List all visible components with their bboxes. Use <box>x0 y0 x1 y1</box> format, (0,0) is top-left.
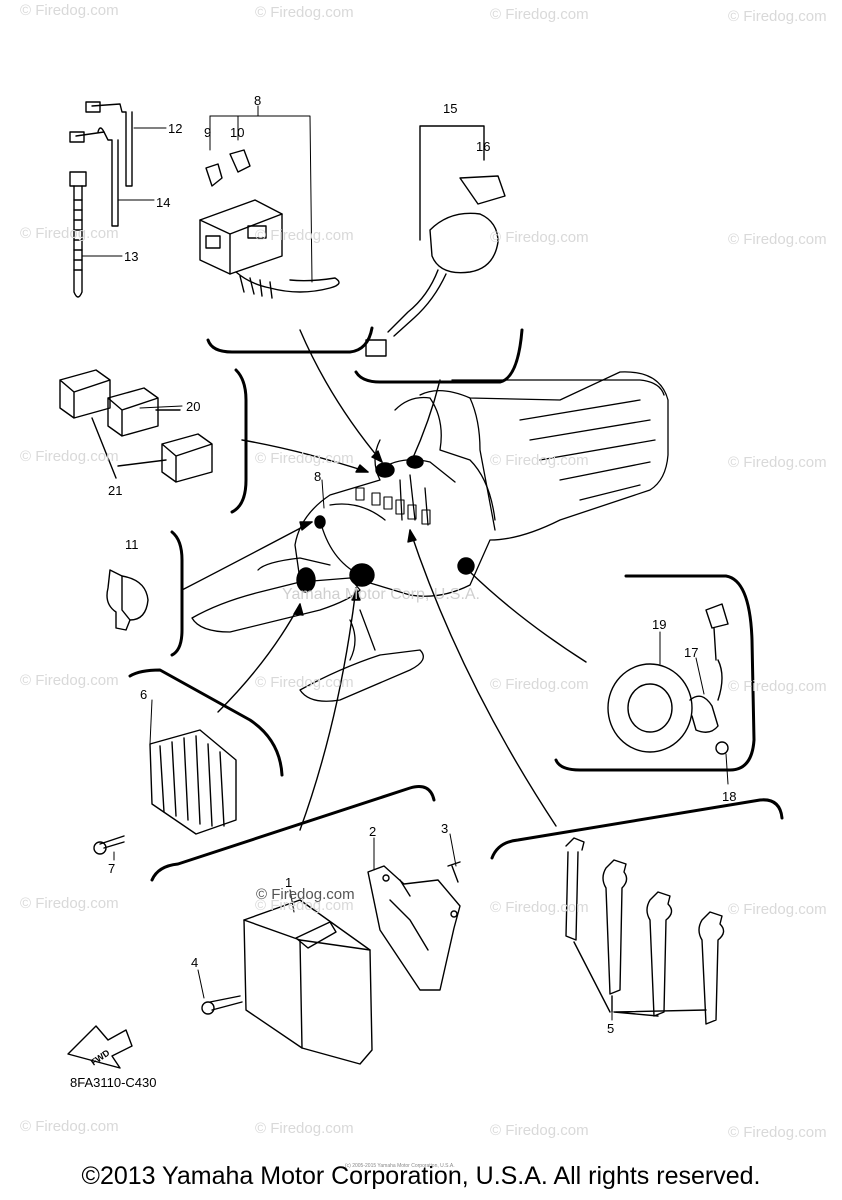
leader-6 <box>299 587 357 831</box>
watermark-text: © Firedog.com <box>255 1120 354 1137</box>
callout-11: 11 <box>125 537 139 552</box>
bracket-sensor <box>554 574 756 772</box>
watermark-text: © Firedog.com <box>255 450 354 467</box>
chassis-outline <box>191 371 669 702</box>
plug-cluster <box>355 487 431 525</box>
callout-21: 21 <box>108 483 123 498</box>
ignition-switch <box>365 125 506 357</box>
watermark-text: © Firedog.com <box>20 672 119 689</box>
callout-8-center: 8 <box>314 469 322 484</box>
relays <box>59 369 213 483</box>
watermark-text: © Firedog.com <box>20 2 119 19</box>
bracket-coils <box>490 798 784 860</box>
callout-20: 20 <box>186 399 201 414</box>
callout-14: 14 <box>156 195 171 210</box>
fuse-box <box>199 149 340 299</box>
ecu-bracket <box>367 861 461 991</box>
ignition-coils <box>565 837 725 1025</box>
bracket-clip <box>170 530 184 657</box>
bracket-top-left <box>206 326 374 354</box>
watermark-text: © Firedog.com <box>728 231 827 248</box>
watermark-text: © Firedog.com <box>728 1124 827 1141</box>
fine-print: (c) 2005-2015 Yamaha Motor Corporation, … <box>345 1163 455 1169</box>
leader-3 <box>241 439 369 473</box>
leader-5 <box>217 603 301 713</box>
cable-tie-14 <box>69 127 119 227</box>
watermark-text: © Firedog.com <box>255 674 354 691</box>
fwd-arrow <box>67 1025 133 1069</box>
cable-tie-12 <box>85 101 133 187</box>
watermark-text: © Firedog.com <box>728 901 827 918</box>
watermark-text: © Firedog.com <box>728 678 827 695</box>
regulator <box>93 729 237 855</box>
callout-10: 10 <box>230 125 245 140</box>
callout-18: 18 <box>722 789 737 804</box>
leader-1 <box>299 329 383 463</box>
watermark-text: © Firedog.com <box>20 895 119 912</box>
part-code: 8FA3110-C430 <box>70 1075 157 1090</box>
bracket-regulator <box>128 668 284 777</box>
leader-7 <box>409 529 557 827</box>
watermark-text: © Firedog.com <box>255 897 354 914</box>
cable-tie-13 <box>69 171 87 298</box>
copyright-notice: ©2013 Yamaha Motor Corporation, U.S.A. A… <box>81 1162 761 1190</box>
callout-19: 19 <box>652 617 667 632</box>
inline-watermark: © Firedog.com <box>256 886 355 903</box>
watermark-text: © Firedog.com <box>728 454 827 471</box>
callout-4: 4 <box>191 955 199 970</box>
callout-16: 16 <box>476 139 491 154</box>
ecu <box>201 899 373 1065</box>
callout-2: 2 <box>369 824 377 839</box>
callout-1: 1 <box>285 875 293 890</box>
callout-13: 13 <box>124 249 139 264</box>
watermark-text: © Firedog.com <box>20 225 119 242</box>
leader-2 <box>411 379 441 461</box>
callout-3: 3 <box>441 821 449 836</box>
pickup-rotor <box>607 603 729 755</box>
watermark-text: © Firedog.com <box>728 8 827 25</box>
leader-4 <box>181 521 313 591</box>
watermark-text: © Firedog.com <box>490 452 589 469</box>
watermark-text: © Firedog.com <box>490 1122 589 1139</box>
watermark-text: © Firedog.com <box>255 227 354 244</box>
watermark-text: © Firedog.com <box>20 1118 119 1135</box>
callout-8-top: 8 <box>254 93 262 108</box>
leader-8 <box>469 571 587 663</box>
callout-leaders <box>81 127 729 1021</box>
watermark-text: © Firedog.com <box>490 676 589 693</box>
watermark-text: © Firedog.com <box>255 4 354 21</box>
wire-clip <box>106 569 149 631</box>
watermark-text: © Firedog.com <box>20 448 119 465</box>
bracket-ecu <box>150 785 436 882</box>
callout-6: 6 <box>140 687 148 702</box>
connector-blobs <box>296 455 475 593</box>
callout-5: 5 <box>607 1021 615 1036</box>
watermark-text: © Firedog.com <box>490 6 589 23</box>
callout-9: 9 <box>204 125 212 140</box>
leader-fuse <box>209 105 313 283</box>
callout-15: 15 <box>443 101 458 116</box>
watermark-text: © Firedog.com <box>490 229 589 246</box>
callout-7: 7 <box>108 861 116 876</box>
callout-17: 17 <box>684 645 699 660</box>
callout-12: 12 <box>168 121 183 136</box>
center-watermark: Yamaha Motor Corp, U.S.A. <box>282 586 480 603</box>
watermark-text: © Firedog.com <box>490 899 589 916</box>
